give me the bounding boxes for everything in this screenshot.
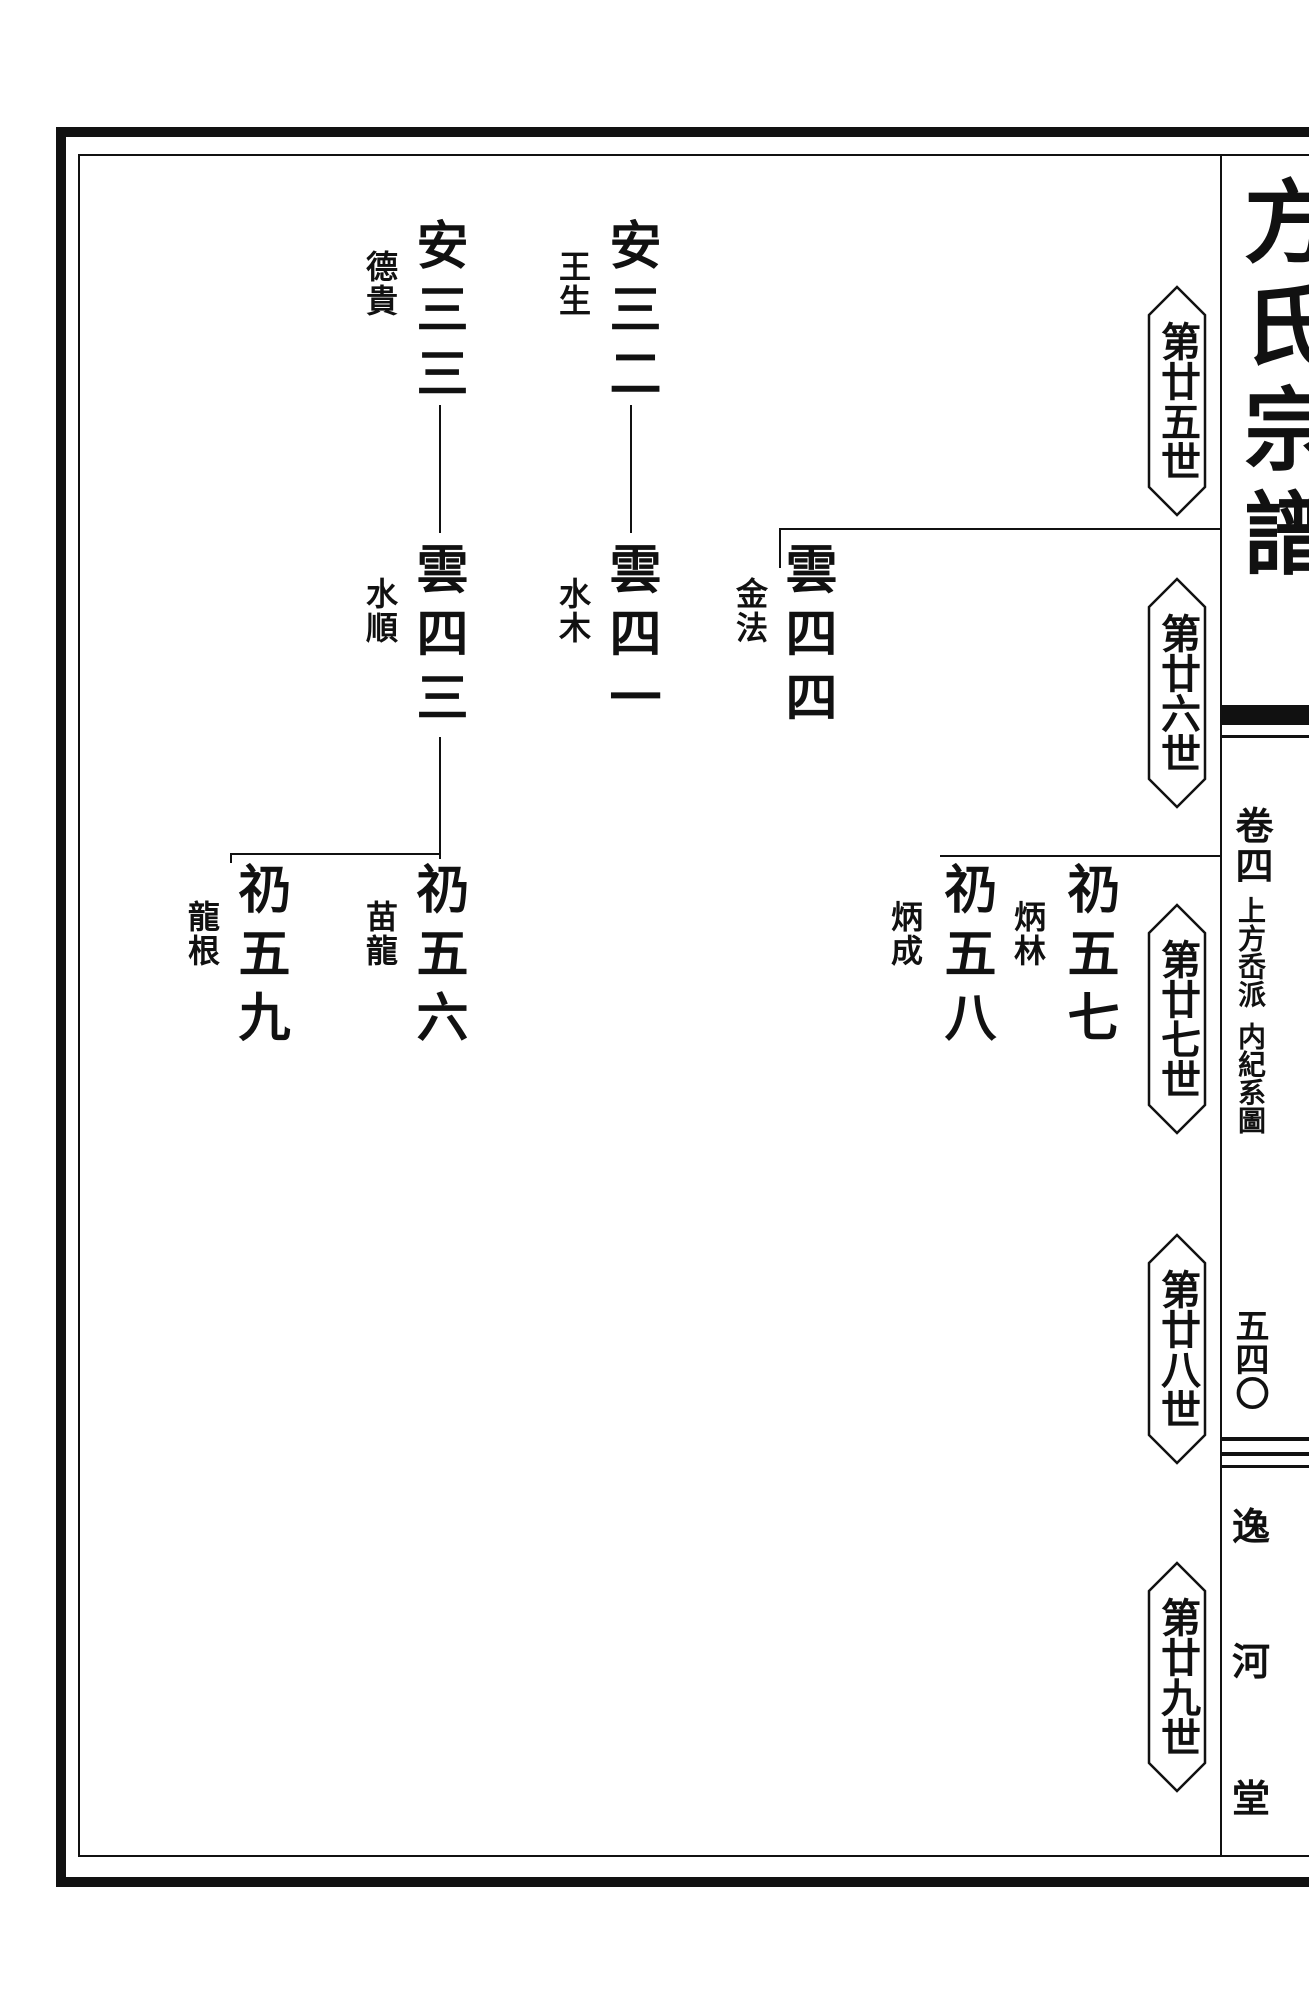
tree-line-yun44 bbox=[779, 528, 781, 568]
person-alias: 德貴 bbox=[361, 250, 399, 318]
page-frame-inner bbox=[78, 154, 1309, 1857]
person-alias: 炳成 bbox=[886, 900, 924, 968]
margin-separator-thick bbox=[1222, 705, 1309, 725]
person-alias: 水順 bbox=[361, 577, 399, 645]
section-label: 上方岙派内紀系圖 bbox=[1234, 896, 1267, 1134]
person-name: 安三三 bbox=[407, 218, 468, 410]
person-alias: 王生 bbox=[554, 250, 592, 318]
tree-line-gen27-right bbox=[940, 855, 1220, 857]
generation-label-25: 第廿五世 bbox=[1147, 285, 1207, 517]
generation-label-28: 第廿八世 bbox=[1147, 1233, 1207, 1465]
margin-separator-thin bbox=[1222, 735, 1309, 738]
margin-separator-lower bbox=[1222, 1465, 1309, 1468]
person-name: 雲四一 bbox=[600, 542, 661, 734]
margin-separator-lower bbox=[1222, 1452, 1309, 1456]
hall-char: 堂 bbox=[1232, 1776, 1271, 1821]
person-name: 安三二 bbox=[600, 218, 661, 410]
person-name: 礽五六 bbox=[407, 862, 468, 1054]
tree-line-an33-yun43 bbox=[439, 405, 441, 533]
chart-name: 内紀系圖 bbox=[1234, 1022, 1267, 1134]
tree-line-reng59 bbox=[230, 853, 232, 863]
book-title: 方氏宗譜 bbox=[1228, 175, 1309, 591]
person-name: 礽五七 bbox=[1058, 862, 1119, 1054]
branch-name: 上方岙派 bbox=[1234, 896, 1267, 1008]
person-alias: 炳林 bbox=[1009, 900, 1047, 968]
person-alias: 金法 bbox=[731, 577, 769, 645]
margin-separator-lower bbox=[1222, 1437, 1309, 1441]
person-name: 礽五八 bbox=[935, 862, 996, 1054]
tree-line-gen27-left bbox=[230, 853, 441, 855]
generation-label-26: 第廿六世 bbox=[1147, 577, 1207, 809]
generation-label-29: 第廿九世 bbox=[1147, 1561, 1207, 1793]
page-frame-outer bbox=[56, 127, 1309, 1887]
person-alias: 龍根 bbox=[183, 900, 221, 968]
tree-line-gen26 bbox=[779, 528, 1220, 530]
hall-name: 逸 河 堂 bbox=[1232, 1496, 1270, 1823]
page-number: 五四〇 bbox=[1229, 1308, 1269, 1410]
margin-column-rule bbox=[1220, 156, 1222, 1856]
tree-line-yun43-down bbox=[439, 737, 441, 859]
person-name: 雲四四 bbox=[776, 542, 837, 734]
tree-line-an32-yun41 bbox=[630, 405, 632, 533]
hall-char: 逸 bbox=[1232, 1504, 1271, 1549]
generation-label-27: 第廿七世 bbox=[1147, 903, 1207, 1135]
person-alias: 苗龍 bbox=[361, 900, 399, 968]
person-alias: 水木 bbox=[554, 577, 592, 645]
person-name: 雲四三 bbox=[407, 542, 468, 734]
hall-char: 河 bbox=[1232, 1639, 1271, 1684]
person-name: 礽五九 bbox=[229, 862, 290, 1054]
volume-label: 卷四 bbox=[1229, 806, 1274, 886]
